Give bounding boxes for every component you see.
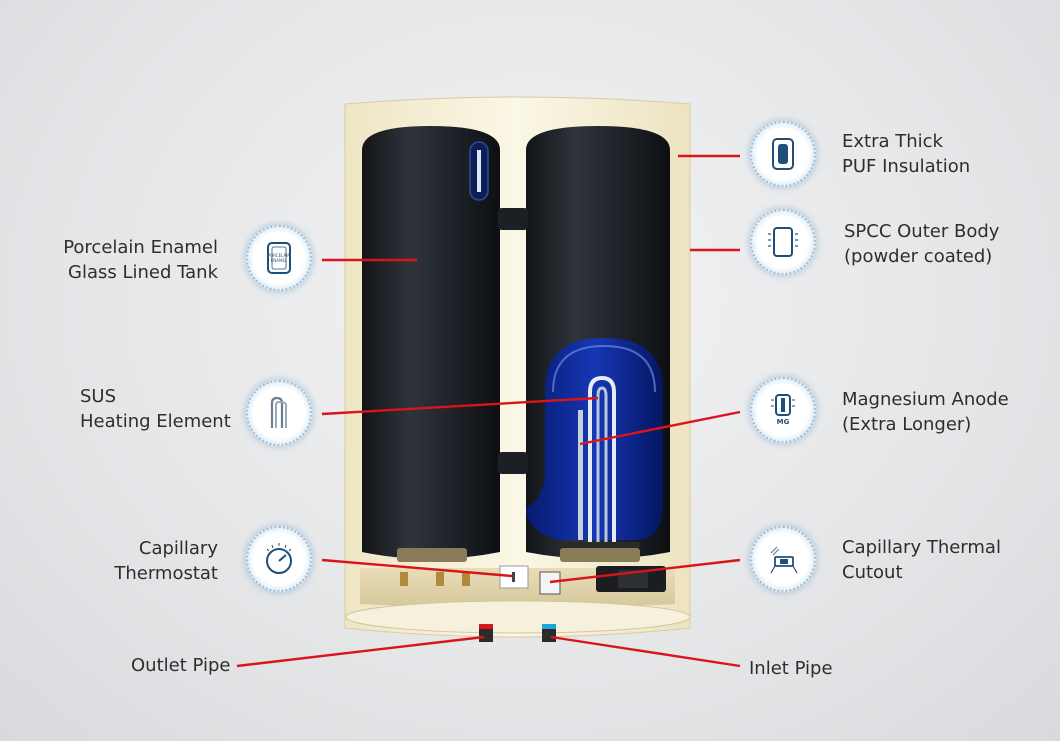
magnesium-anode-rod (578, 410, 583, 540)
label-outer-body: SPCC Outer Body(powder coated) (844, 221, 1000, 267)
thermal-cutout-icon (750, 526, 816, 592)
tank-cutaway (526, 338, 664, 545)
upper-connector (498, 208, 528, 230)
leader-anode (579, 410, 741, 446)
right-flange (560, 548, 640, 562)
leader-inlet (550, 635, 741, 668)
enamel-tank-icon: PORCELAIN ENAMEL (246, 225, 312, 291)
outer-body-icon (750, 209, 816, 275)
label-outlet-pipe: Outlet Pipe (131, 655, 231, 676)
heating-element-icon (246, 380, 312, 446)
leader-outlet (236, 635, 485, 668)
lower-connector (498, 452, 528, 474)
label-magnesium-anode: Magnesium Anode(Extra Longer) (842, 389, 1009, 435)
mg-icon-text: MG (777, 418, 790, 426)
insulation-panel-icon (750, 121, 816, 187)
thermostat-dial-icon (246, 526, 312, 592)
leader-heating (321, 396, 599, 416)
magnesium-anode-icon: MG (750, 377, 816, 443)
left-flange (397, 548, 467, 562)
leader-cutout (549, 558, 741, 584)
leader-lines (236, 154, 741, 668)
thermal-cutout-body (539, 571, 561, 595)
leader-thermostat (321, 558, 513, 578)
label-inlet-pipe: Inlet Pipe (749, 658, 833, 679)
bottom-cover (345, 600, 691, 634)
enamel-icon-text-1: PORCELAIN (268, 253, 291, 258)
heating-element-coil (588, 375, 616, 545)
enamel-icon-text-2: ENAMEL (271, 258, 288, 263)
left-tank (362, 126, 500, 559)
